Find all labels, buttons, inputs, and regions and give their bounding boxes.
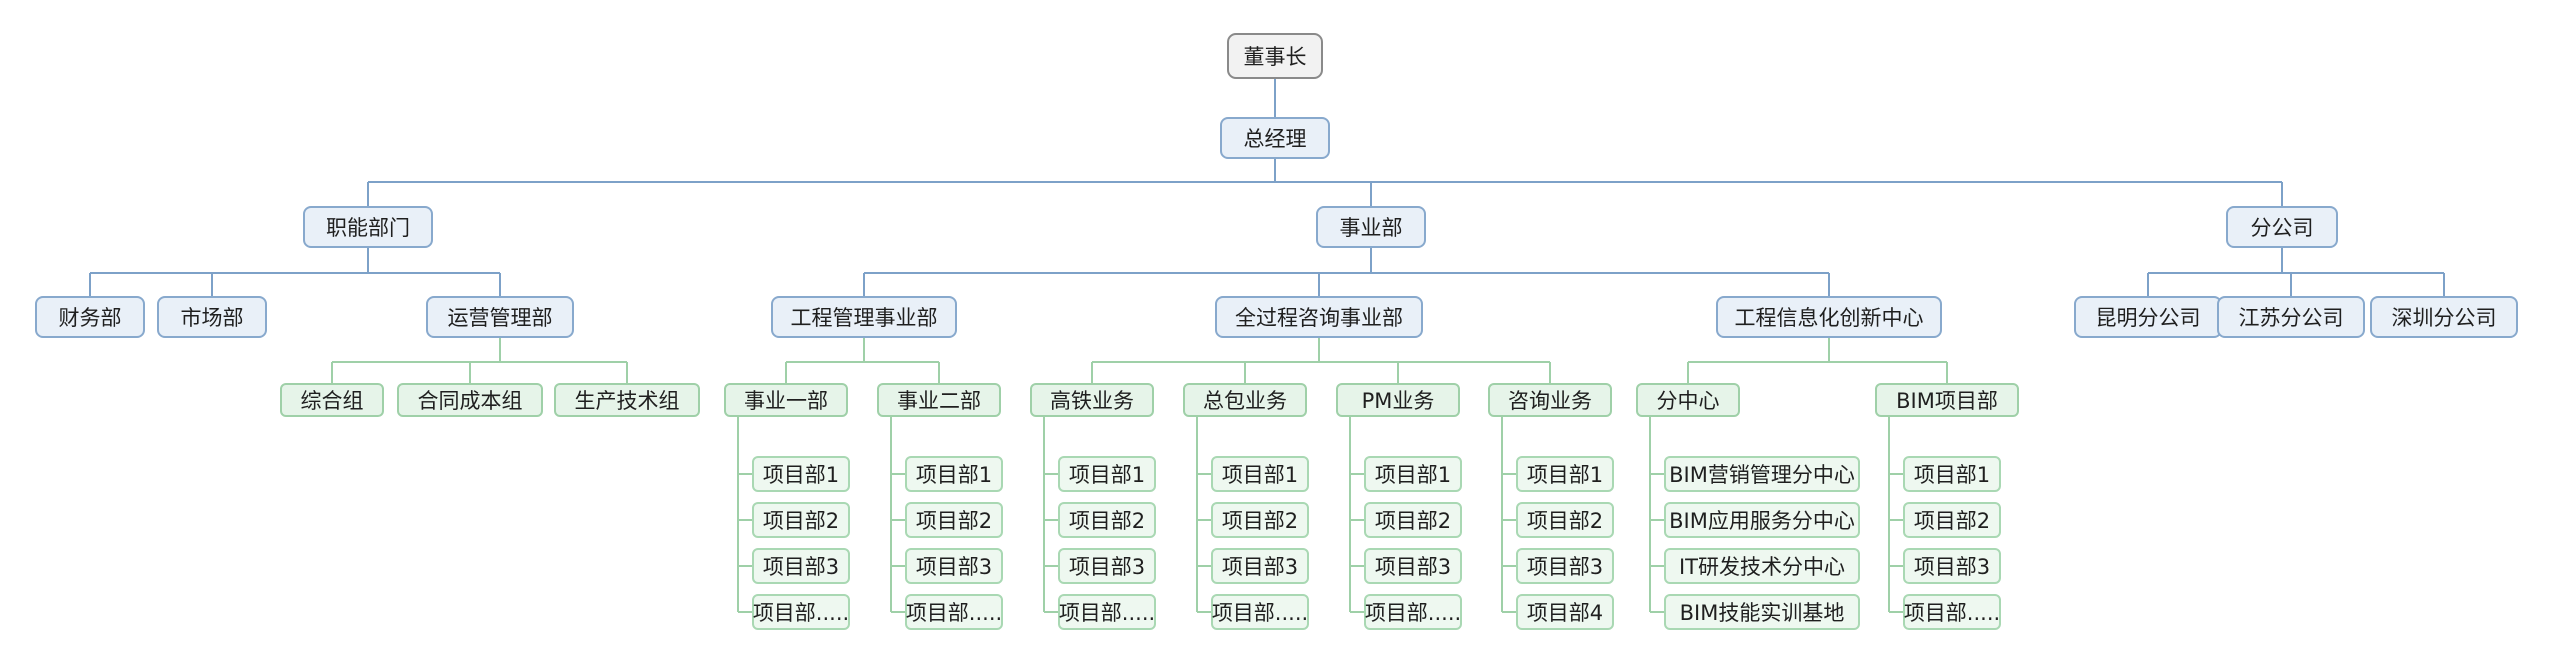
project-item-node: 项目部2 (905, 502, 1003, 538)
project-item-node: 项目部..... (1058, 594, 1156, 630)
project-item-node: 项目部3 (1364, 548, 1462, 584)
project-item-node: 项目部1 (905, 456, 1003, 492)
department-node: 财务部 (35, 296, 145, 338)
project-item-node: 项目部3 (1903, 548, 2001, 584)
sub-unit-node: 事业二部 (877, 383, 1001, 417)
project-item-node: BIM应用服务分中心 (1664, 502, 1860, 538)
sub-unit-node: 分中心 (1636, 383, 1740, 417)
division-node: 事业部 (1316, 206, 1426, 248)
branch-node: 昆明分公司 (2074, 296, 2222, 338)
project-item-node: 项目部3 (1211, 548, 1309, 584)
project-item-node: 项目部3 (905, 548, 1003, 584)
project-item-node: 项目部..... (752, 594, 850, 630)
project-item-node: 项目部2 (752, 502, 850, 538)
root-node: 董事长 (1227, 33, 1323, 79)
project-item-node: 项目部..... (905, 594, 1003, 630)
project-item-node: 项目部3 (1058, 548, 1156, 584)
project-item-node: 项目部3 (752, 548, 850, 584)
general-manager-node: 总经理 (1220, 117, 1330, 159)
project-item-node: BIM技能实训基地 (1664, 594, 1860, 630)
project-item-node: 项目部2 (1903, 502, 2001, 538)
project-item-node: 项目部2 (1211, 502, 1309, 538)
project-item-node: 项目部4 (1516, 594, 1614, 630)
department-node: 市场部 (157, 296, 267, 338)
sub-unit-node: PM业务 (1336, 383, 1460, 417)
project-item-node: 项目部3 (1516, 548, 1614, 584)
project-item-node: 项目部..... (1364, 594, 1462, 630)
project-item-node: 项目部1 (1211, 456, 1309, 492)
sub-unit-node: 事业一部 (724, 383, 848, 417)
project-item-node: 项目部1 (1058, 456, 1156, 492)
business-unit-node: 全过程咨询事业部 (1215, 296, 1423, 338)
sub-unit-node: 高铁业务 (1030, 383, 1154, 417)
sub-unit-node: BIM项目部 (1875, 383, 2019, 417)
group-node: 综合组 (280, 383, 384, 417)
division-node: 职能部门 (303, 206, 433, 248)
project-item-node: 项目部1 (1516, 456, 1614, 492)
business-unit-node: 工程管理事业部 (771, 296, 957, 338)
group-node: 合同成本组 (397, 383, 543, 417)
project-item-node: 项目部2 (1516, 502, 1614, 538)
project-item-node: 项目部1 (752, 456, 850, 492)
project-item-node: BIM营销管理分中心 (1664, 456, 1860, 492)
project-item-node: 项目部..... (1211, 594, 1309, 630)
project-item-node: 项目部1 (1903, 456, 2001, 492)
branch-node: 江苏分公司 (2217, 296, 2365, 338)
project-item-node: 项目部..... (1903, 594, 2001, 630)
project-item-node: 项目部2 (1058, 502, 1156, 538)
project-item-node: 项目部2 (1364, 502, 1462, 538)
project-item-node: 项目部1 (1364, 456, 1462, 492)
sub-unit-node: 咨询业务 (1488, 383, 1612, 417)
sub-unit-node: 总包业务 (1183, 383, 1307, 417)
department-node: 运营管理部 (426, 296, 574, 338)
division-node: 分公司 (2226, 206, 2338, 248)
project-item-node: IT研发技术分中心 (1664, 548, 1860, 584)
group-node: 生产技术组 (554, 383, 700, 417)
business-unit-node: 工程信息化创新中心 (1716, 296, 1942, 338)
branch-node: 深圳分公司 (2370, 296, 2518, 338)
